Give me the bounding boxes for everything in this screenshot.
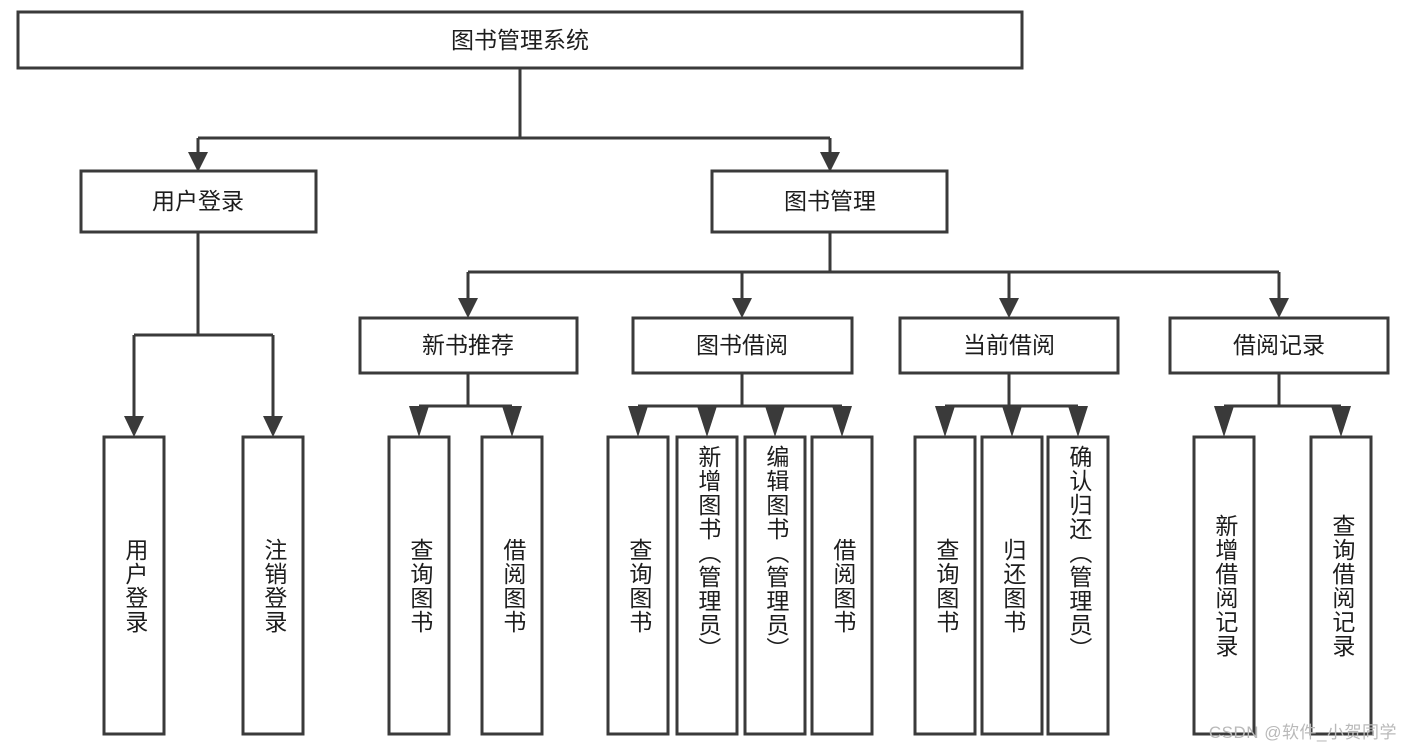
node-layer: 图书管理系统 用户登录 图书管理 新书推荐 图书借阅 当前借阅 借阅记录 xyxy=(16,10,1390,736)
node-book-borrow-box[interactable] xyxy=(631,316,854,375)
arrowhead-bookborrow-leaf-1 xyxy=(628,406,648,437)
node-user-login-label: 用户登录 xyxy=(152,188,244,214)
leaf-box-add-borrow-record[interactable] xyxy=(1192,435,1256,736)
node-user-login-box[interactable] xyxy=(79,169,318,234)
leaf-box-query-book-2[interactable] xyxy=(606,435,670,736)
leaf-box-logout[interactable] xyxy=(241,435,305,736)
leaf-box-query-borrow-record[interactable] xyxy=(1309,435,1373,736)
leaf-box-confirm-return-admin[interactable] xyxy=(1046,435,1110,736)
arrowhead-currentborrow-leaf-2 xyxy=(1002,406,1022,437)
arrowhead-book-manage xyxy=(820,152,840,172)
leaf-box-add-book-admin[interactable] xyxy=(675,435,739,736)
arrowhead-leaf-logout xyxy=(263,416,283,437)
leaf-box-edit-book-admin[interactable] xyxy=(743,435,807,736)
arrowhead-user-login xyxy=(188,152,208,172)
arrowhead-borrowrecord-leaf-2 xyxy=(1331,406,1351,437)
node-root-box[interactable] xyxy=(16,10,1024,70)
arrowhead-new-book-recommend xyxy=(458,298,478,318)
arrowhead-current-borrow xyxy=(999,298,1019,318)
arrowhead-leaf-user-login xyxy=(124,416,144,437)
arrowhead-bookborrow-leaf-3 xyxy=(765,406,785,437)
node-new-book-recommend-label: 新书推荐 xyxy=(422,332,514,358)
leaf-box-borrow-book-1[interactable] xyxy=(480,435,544,736)
node-current-borrow-box[interactable] xyxy=(898,316,1120,375)
leaf-box-return-book[interactable] xyxy=(980,435,1044,736)
arrowhead-borrowrecord-leaf-1 xyxy=(1214,406,1234,437)
node-root-label: 图书管理系统 xyxy=(451,27,589,53)
arrowhead-newbook-leaf-2 xyxy=(502,406,522,437)
arrowhead-currentborrow-leaf-1 xyxy=(935,406,955,437)
node-book-manage-box[interactable] xyxy=(710,169,949,234)
node-borrow-record-box[interactable] xyxy=(1168,316,1390,375)
arrowhead-borrow-record xyxy=(1269,298,1289,318)
arrowhead-currentborrow-leaf-3 xyxy=(1068,406,1088,437)
node-current-borrow-label: 当前借阅 xyxy=(963,332,1055,358)
leaf-box-query-book-1[interactable] xyxy=(387,435,451,736)
node-book-borrow-label: 图书借阅 xyxy=(696,332,788,358)
node-new-book-recommend-box[interactable] xyxy=(358,316,579,375)
leaf-box-borrow-book-2[interactable] xyxy=(810,435,874,736)
node-borrow-record-label: 借阅记录 xyxy=(1233,332,1325,358)
leaf-box-query-book-3[interactable] xyxy=(913,435,977,736)
arrowhead-bookborrow-leaf-4 xyxy=(832,406,852,437)
connector-layer xyxy=(124,68,1351,437)
arrowhead-bookborrow-leaf-2 xyxy=(697,406,717,437)
arrowhead-newbook-leaf-1 xyxy=(409,406,429,437)
arrowhead-book-borrow xyxy=(732,298,752,318)
node-book-manage-label: 图书管理 xyxy=(784,188,876,214)
leaf-box-user-login[interactable] xyxy=(102,435,166,736)
